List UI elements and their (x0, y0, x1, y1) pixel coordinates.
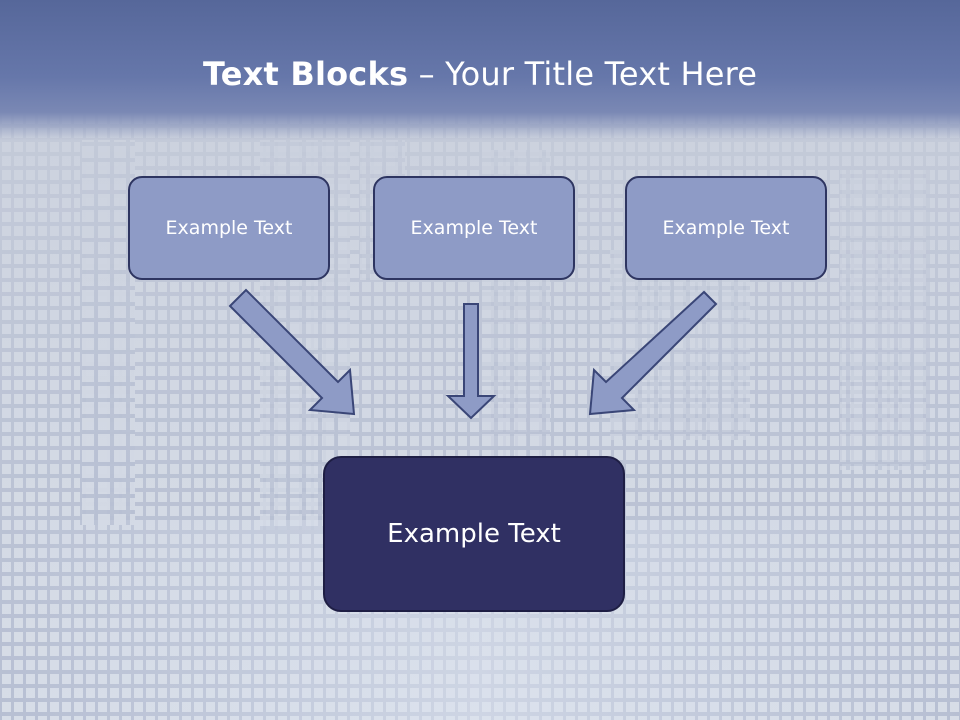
text-block-bottom[interactable]: Example Text (323, 456, 625, 612)
text-block-left[interactable]: Example Text (128, 176, 330, 280)
text-block-right[interactable]: Example Text (625, 176, 827, 280)
text-block-right-label: Example Text (662, 217, 790, 239)
title-band (0, 0, 960, 140)
slide-title: Text Blocks – Your Title Text Here (203, 55, 757, 93)
text-block-center-label: Example Text (410, 217, 538, 239)
text-block-bottom-label: Example Text (387, 519, 561, 549)
text-block-left-label: Example Text (165, 217, 293, 239)
title-bold-part: Text Blocks (203, 55, 409, 93)
title-regular-part: Your Title Text Here (445, 55, 758, 93)
title-dash: – (408, 55, 446, 93)
text-block-center[interactable]: Example Text (373, 176, 575, 280)
arrow-left-to-bottom (228, 288, 356, 416)
arrow-right-to-bottom (588, 290, 718, 416)
arrow-center-to-bottom (445, 303, 497, 420)
